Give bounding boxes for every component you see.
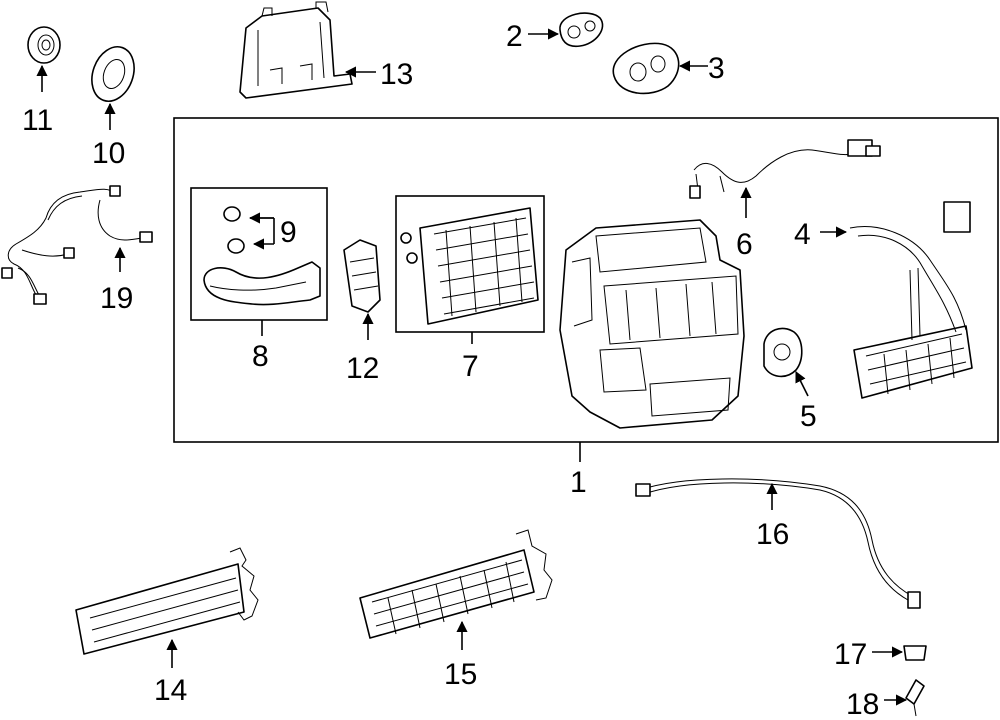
callout-17: 17: [834, 638, 867, 671]
part-12-expansion-valve: [343, 239, 381, 313]
part-6-wire: [689, 139, 881, 199]
callout-2: 2: [506, 20, 523, 53]
callout-1: 1: [570, 466, 587, 499]
subassembly-frame-8: [190, 187, 328, 321]
part-7-evaporator: [400, 207, 539, 325]
part-13-bracket: [239, 1, 353, 99]
part-17-clip: [903, 645, 927, 661]
callout-10: 10: [92, 137, 125, 170]
part-18-connector: [905, 679, 925, 717]
callout-5: 5: [800, 400, 817, 433]
hvac-housing: [559, 219, 745, 429]
callout-19: 19: [100, 282, 133, 315]
callout-6: 6: [736, 228, 753, 261]
part-10-seal-ring: [91, 46, 135, 102]
part-15-heater-element: [359, 529, 553, 639]
callout-16: 16: [756, 518, 789, 551]
callout-14: 14: [154, 674, 187, 707]
part-4-heater-core: [849, 201, 973, 399]
callout-4: 4: [794, 218, 811, 251]
callout-13: 13: [380, 58, 413, 91]
callout-12: 12: [346, 352, 379, 385]
part-8-hose: [203, 261, 321, 306]
subassembly-frame-7: [395, 195, 545, 333]
part-5-servo-motor: [763, 327, 803, 378]
callout-3: 3: [708, 52, 725, 85]
callout-7: 7: [462, 350, 479, 383]
callout-11: 11: [22, 104, 53, 137]
part-9-o-rings: [223, 206, 245, 254]
part-16-drain-tube: [635, 478, 921, 609]
assembly-frame: [173, 117, 999, 443]
part-3-gasket: [612, 42, 680, 95]
callout-8: 8: [252, 340, 269, 373]
part-2-gasket: [559, 12, 604, 48]
part-14-heater-element: [75, 547, 259, 655]
callout-9: 9: [280, 216, 297, 249]
callout-15: 15: [444, 658, 477, 691]
part-19-wire-harness: [1, 185, 153, 305]
callout-18: 18: [846, 688, 879, 720]
part-11-grommet: [27, 26, 61, 64]
